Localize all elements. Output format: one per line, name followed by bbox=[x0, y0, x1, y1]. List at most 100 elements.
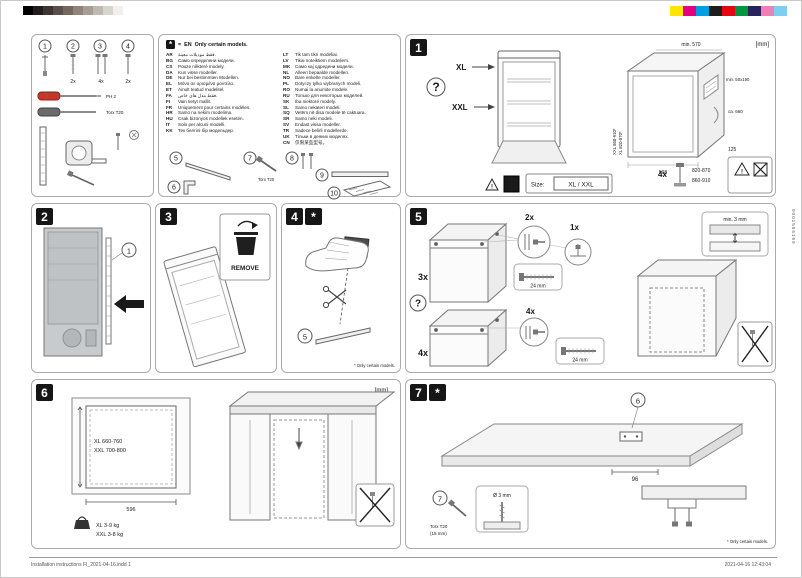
language-list: AR فقط موديلات معينة. BG Само определени… bbox=[159, 51, 400, 146]
part-torx-note: Torx T20 bbox=[258, 177, 275, 182]
direction-arrow-icon bbox=[114, 295, 144, 313]
part-number-label: 1 bbox=[43, 44, 47, 51]
part-qty-label: 2x bbox=[70, 79, 76, 85]
panel-step-7: 7 * 6 96 7 Torx T20 (15 mm) bbox=[405, 379, 776, 549]
legend-language-row: CS Pouze některé modely. bbox=[166, 64, 276, 70]
language-code: DA bbox=[166, 69, 173, 75]
step6-illustration: [mm] XL 660-760 XXL 700-800 596 XL 3-9 k… bbox=[71, 388, 396, 538]
legend-language-row: LT Tik tam tikri modeliai. bbox=[283, 52, 393, 58]
step-number-badge: 4 bbox=[286, 208, 303, 225]
language-column-1: AR فقط موديلات معينة. BG Само определени… bbox=[166, 52, 276, 146]
feet-qty-label: 4x bbox=[658, 170, 667, 179]
step-number-badge: 7 bbox=[410, 384, 427, 401]
language-code: RO bbox=[283, 87, 290, 93]
print-registration-code: 9001566169 bbox=[791, 209, 796, 245]
dim-cable-label: ca. 660 bbox=[728, 109, 743, 114]
calibration-swatch bbox=[709, 6, 722, 16]
size-xxl-label: XXL bbox=[452, 103, 468, 112]
part-number-label: 9 bbox=[320, 172, 324, 179]
screwdriver-torx-icon: Torx T20 bbox=[37, 107, 124, 117]
language-text: Samo neki modeli. bbox=[295, 116, 333, 122]
asterisk-badge-icon: * bbox=[166, 40, 175, 49]
dishwasher-3d-variant-b bbox=[428, 308, 508, 368]
screw-detail-circle-b bbox=[564, 238, 592, 266]
language-text: Endast vissa modeller. bbox=[295, 122, 341, 128]
part-callout-1: 1 bbox=[127, 246, 131, 255]
legend-language-row: KK Тек белгілі бір модельдер. bbox=[166, 128, 276, 134]
part-4-screw: 4 2x bbox=[121, 39, 135, 85]
language-code: HU bbox=[166, 116, 173, 122]
step-number-badge: 1 bbox=[410, 39, 427, 56]
size-plate-label: Size: bbox=[531, 183, 545, 189]
weight-icon bbox=[74, 516, 90, 529]
legend-language-row: DA Kun visse modeller. bbox=[166, 70, 276, 76]
language-text: Uniquement pour certains modèles. bbox=[178, 104, 251, 110]
step-number-badge: 3 bbox=[160, 208, 177, 225]
strip-part bbox=[315, 327, 371, 345]
language-code: BG bbox=[166, 57, 173, 63]
wrong-position-box bbox=[737, 321, 773, 367]
dishwasher-rear-illustration bbox=[43, 227, 103, 357]
legend-language-row: MK Само кај одредени модели. bbox=[283, 64, 393, 70]
only-certain-models-note: * Only certain models. bbox=[354, 363, 395, 368]
language-text: Samo na nekim modelima. bbox=[178, 110, 233, 116]
panel-parts-overview: 1 2 2x 3 4x bbox=[31, 34, 154, 197]
dishwasher-front-illustration bbox=[491, 50, 567, 164]
mounting-strip-part bbox=[105, 237, 112, 345]
legend-language-row: TR Sadece belirli modellerde. bbox=[283, 128, 393, 134]
unit-label: [mm] bbox=[756, 42, 770, 48]
legend-language-row: HU Csak bizonyos modellek esetén. bbox=[166, 116, 276, 122]
calibration-swatch bbox=[761, 6, 774, 16]
remove-instruction-box: REMOVE bbox=[219, 213, 271, 281]
step-number-badge: 5 bbox=[410, 208, 427, 225]
scissors-icon bbox=[322, 285, 347, 309]
calibration-swatch bbox=[683, 6, 696, 16]
calibration-swatch bbox=[113, 6, 123, 15]
remove-label: REMOVE bbox=[231, 265, 259, 272]
language-code: NO bbox=[283, 75, 290, 81]
qty-top-label: 3x bbox=[418, 272, 428, 282]
legend-language-row: NO Bare enkelte modeller. bbox=[283, 75, 393, 81]
language-code: SK bbox=[283, 98, 290, 104]
size-rating-plate: Size: XL / XXL bbox=[525, 173, 613, 194]
torx-screw-icon bbox=[66, 130, 139, 186]
dim-width-label: 598 bbox=[659, 170, 668, 176]
language-text: Solo per alcuni modelli. bbox=[178, 122, 226, 128]
step4-illustration: 5 * Only certain models. bbox=[297, 236, 395, 368]
legend-language-row: SR Samo neki modeli. bbox=[283, 116, 393, 122]
legend-language-row: PL Dotyczy tylko wybranych modeli. bbox=[283, 81, 393, 87]
screw-type-label: Torx T20 bbox=[430, 524, 448, 529]
trash-bin-icon bbox=[234, 220, 258, 255]
part-number-label: 10 bbox=[330, 190, 338, 197]
screw-detail-circle-a bbox=[517, 225, 551, 259]
legend-language-row: DE Nur bei bestimmten Modellen. bbox=[166, 75, 276, 81]
calibration-swatch bbox=[33, 6, 43, 15]
legend-en-code: EN bbox=[184, 41, 192, 48]
language-code: CN bbox=[283, 139, 290, 145]
dim-height-xl-label: XL 820-870* bbox=[618, 131, 623, 155]
part-number-label: 8 bbox=[290, 155, 294, 162]
calibration-swatch bbox=[53, 6, 63, 15]
part-10-vent-grille: 10 bbox=[327, 179, 392, 199]
language-text: Само кај одредени модели. bbox=[295, 63, 354, 69]
size-plate-value: XL / XXL bbox=[568, 182, 594, 189]
asterisk-badge-icon: * bbox=[305, 208, 322, 225]
language-code: SV bbox=[283, 122, 290, 128]
part-5-strip: 5 bbox=[169, 151, 231, 181]
language-code: FA bbox=[166, 92, 172, 98]
language-code: FR bbox=[166, 104, 173, 110]
qty-detail-b-label: 1x bbox=[570, 223, 579, 232]
calibration-swatch bbox=[103, 6, 113, 15]
warning-triangle-icon: ! bbox=[485, 177, 499, 191]
panel-legend-languages: * = EN Only certain models. AR فقط موديل… bbox=[158, 34, 401, 199]
language-code: FI bbox=[166, 98, 171, 104]
language-code: TR bbox=[283, 127, 290, 133]
language-code: LV bbox=[283, 57, 289, 63]
niche-front-illustration bbox=[71, 397, 191, 495]
part-callout-5: 5 bbox=[303, 332, 307, 341]
language-code: NL bbox=[283, 69, 290, 75]
drill-diameter-label: Ø 3 mm bbox=[493, 493, 511, 499]
language-text: Sadece belirli modellerde. bbox=[295, 127, 348, 133]
part-6-bracket: 6 bbox=[167, 180, 196, 194]
calibration-swatch bbox=[93, 6, 103, 15]
